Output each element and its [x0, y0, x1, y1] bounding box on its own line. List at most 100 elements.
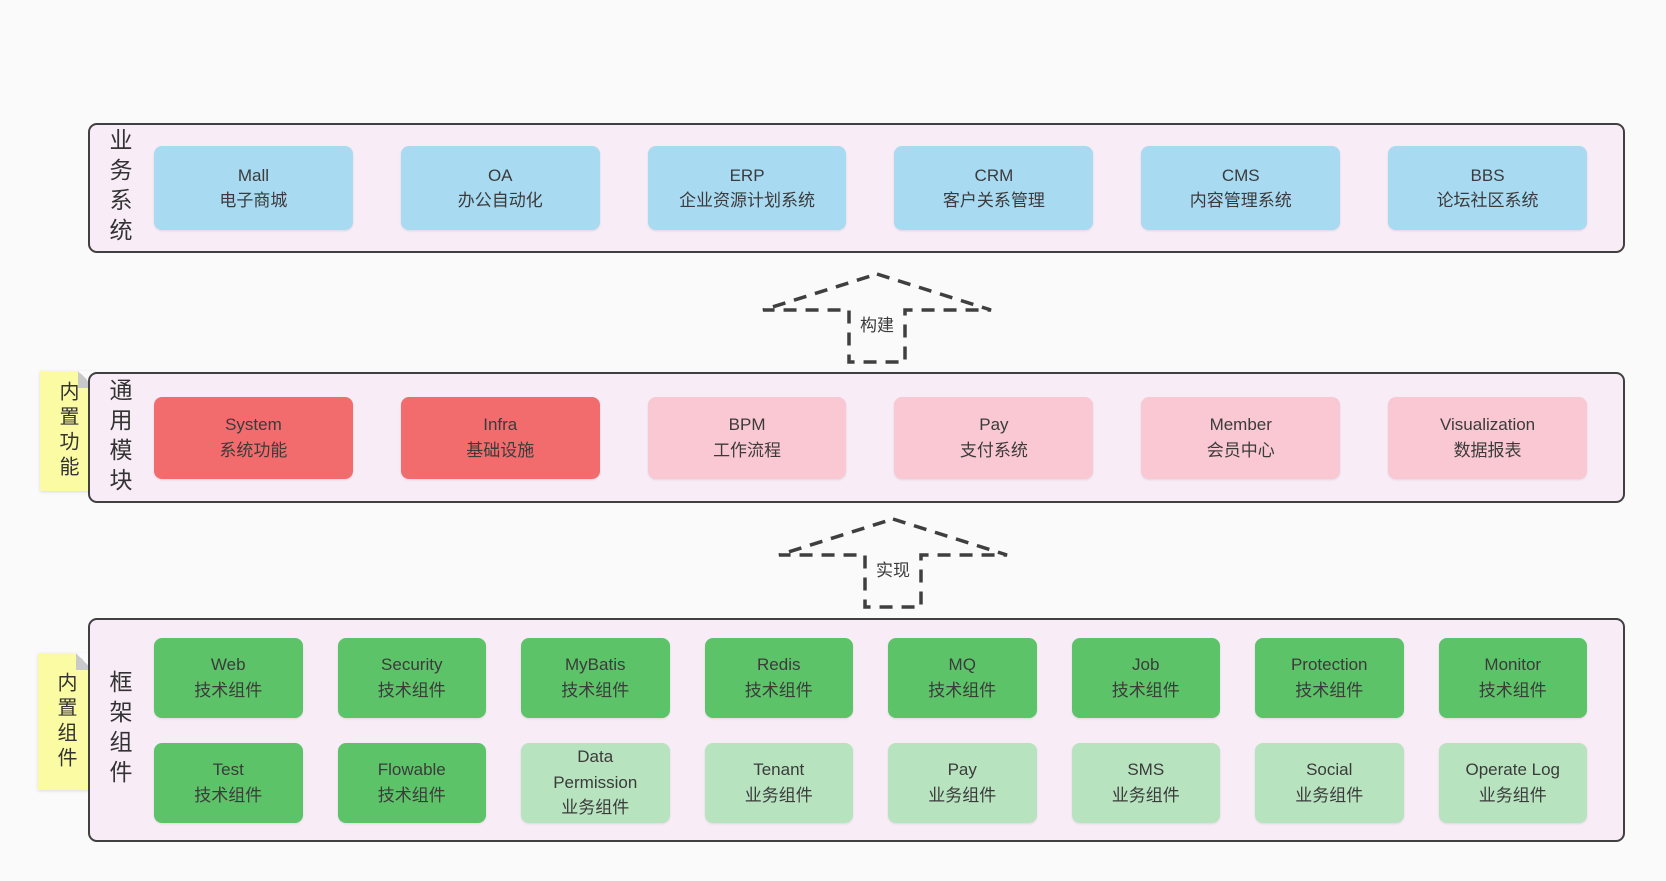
box-title: Operate Log — [1465, 760, 1560, 779]
box-redis: Redis 技术组件 — [704, 637, 853, 718]
box-title: System — [225, 415, 282, 434]
box-title: BPM — [728, 415, 766, 434]
box-title: CMS — [1221, 165, 1260, 185]
box-subtitle: 技术组件 — [744, 680, 813, 700]
arrow-build-label: 构建 — [855, 310, 899, 337]
box-oa: OA 办公自动化 — [400, 146, 600, 230]
layer-framework-components: 框架组件 Web 技术组件 Security 技术组件 MyBatis 技术组件… — [88, 618, 1625, 842]
box-subtitle: 企业资源计划系统 — [679, 191, 816, 210]
sticky-note-builtin-functions: 内置功能 — [40, 371, 95, 491]
box-member: Member 会员中心 — [1141, 396, 1341, 479]
box-title: Test — [212, 760, 244, 779]
box-protection: Protection 技术组件 — [1255, 637, 1404, 718]
box-title: Monitor — [1484, 655, 1542, 674]
box-subtitle: 技术组件 — [194, 785, 263, 805]
box-subtitle: 支付系统 — [959, 440, 1028, 460]
up-arrow-icon — [778, 517, 1008, 609]
box-title: Pay — [979, 415, 1009, 434]
box-subtitle: 业务组件 — [744, 785, 813, 805]
box-subtitle: 业务组件 — [928, 785, 997, 805]
sticky-note-builtin-components: 内置组件 — [38, 653, 93, 790]
box-subtitle: 技术组件 — [1478, 680, 1547, 700]
box-subtitle: 基础设施 — [466, 440, 535, 460]
box-pay-component: Pay 业务组件 — [888, 742, 1037, 823]
box-title: Security — [381, 655, 443, 674]
box-security: Security 技术组件 — [337, 637, 486, 718]
box-subtitle: 内容管理系统 — [1189, 191, 1292, 210]
framework-components-box-grid: Web 技术组件 Security 技术组件 MyBatis 技术组件 Redi… — [148, 620, 1623, 840]
box-system: System 系统功能 — [154, 396, 353, 479]
box-title: Protection — [1290, 655, 1368, 674]
box-subtitle: 系统功能 — [219, 440, 288, 460]
box-title: Flowable — [377, 760, 446, 779]
box-subtitle: 技术组件 — [928, 680, 997, 700]
note-label: 内置功能 — [56, 381, 78, 481]
box-web: Web 技术组件 — [154, 637, 303, 718]
box-subtitle: 技术组件 — [1295, 680, 1364, 700]
box-tenant: Tenant 业务组件 — [704, 742, 853, 823]
box-subtitle: 业务组件 — [1111, 785, 1180, 805]
box-subtitle: 客户关系管理 — [942, 191, 1045, 210]
box-bbs: BBS 论坛社区系统 — [1388, 146, 1587, 230]
box-subtitle: 技术组件 — [194, 680, 263, 700]
box-title: Job — [1132, 655, 1160, 674]
box-test: Test 技术组件 — [154, 742, 303, 823]
box-subtitle: 数据报表 — [1453, 440, 1522, 460]
arrow-implement-label: 实现 — [871, 555, 915, 582]
box-subtitle: 论坛社区系统 — [1436, 191, 1539, 210]
box-flowable: Flowable 技术组件 — [337, 742, 486, 823]
box-subtitle: 业务组件 — [1478, 785, 1547, 805]
arrow-build: 构建 — [757, 270, 997, 366]
box-subtitle: 业务组件 — [561, 798, 630, 818]
box-title: OA — [487, 165, 513, 185]
box-subtitle: 业务组件 — [1295, 785, 1364, 805]
box-title: MQ — [948, 655, 976, 674]
box-mybatis: MyBatis 技术组件 — [521, 637, 670, 718]
box-title: Infra — [483, 415, 518, 434]
box-subtitle: 电子商城 — [219, 191, 288, 210]
up-arrow-icon — [762, 272, 992, 364]
box-subtitle: 技术组件 — [561, 680, 630, 700]
box-title: Redis — [757, 655, 801, 674]
box-cms: CMS 内容管理系统 — [1141, 146, 1341, 230]
box-title: Data Permission — [553, 747, 638, 792]
box-visualization: Visualization 数据报表 — [1388, 396, 1587, 479]
box-title: Member — [1209, 415, 1272, 434]
layer-label-common-modules: 通用模块 — [106, 377, 132, 498]
box-mq: MQ 技术组件 — [888, 637, 1037, 718]
box-mall: Mall 电子商城 — [154, 146, 353, 230]
box-erp: ERP 企业资源计划系统 — [647, 146, 847, 230]
box-subtitle: 技术组件 — [1111, 680, 1180, 700]
arrow-implement: 实现 — [773, 515, 1013, 611]
box-title: ERP — [729, 165, 765, 185]
note-label: 内置组件 — [54, 671, 76, 772]
box-title: Social — [1306, 760, 1353, 779]
box-bpm: BPM 工作流程 — [647, 396, 847, 479]
box-data-permission: Data Permission 业务组件 — [521, 742, 670, 823]
box-title: Pay — [947, 760, 977, 779]
box-title: CRM — [974, 165, 1014, 185]
box-pay-system: Pay 支付系统 — [894, 396, 1094, 479]
box-subtitle: 办公自动化 — [457, 191, 543, 210]
box-crm: CRM 客户关系管理 — [894, 146, 1094, 230]
box-title: Tenant — [753, 760, 805, 779]
box-subtitle: 技术组件 — [377, 785, 446, 805]
box-subtitle: 工作流程 — [713, 440, 782, 460]
box-monitor: Monitor 技术组件 — [1438, 637, 1587, 718]
box-title: Web — [210, 655, 246, 674]
box-subtitle: 技术组件 — [377, 680, 446, 700]
box-social: Social 业务组件 — [1255, 742, 1404, 823]
common-modules-box-row: System 系统功能 Infra 基础设施 BPM 工作流程 Pay 支付系统… — [148, 374, 1623, 501]
layer-common-modules: 通用模块 System 系统功能 Infra 基础设施 BPM 工作流程 Pay… — [88, 372, 1625, 503]
box-title: Visualization — [1440, 415, 1536, 434]
box-infra: Infra 基础设施 — [400, 396, 600, 479]
box-subtitle: 会员中心 — [1206, 440, 1275, 460]
box-operate-log: Operate Log 业务组件 — [1438, 742, 1587, 823]
box-job: Job 技术组件 — [1071, 637, 1220, 718]
box-title: BBS — [1470, 165, 1505, 185]
box-title: MyBatis — [565, 655, 626, 674]
layer-label-business-systems: 业务系统 — [106, 128, 132, 248]
box-sms: SMS 业务组件 — [1071, 742, 1220, 823]
business-systems-box-row: Mall 电子商城 OA 办公自动化 ERP 企业资源计划系统 CRM 客户关系… — [148, 125, 1623, 251]
layer-label-framework-components: 框架组件 — [106, 670, 132, 790]
